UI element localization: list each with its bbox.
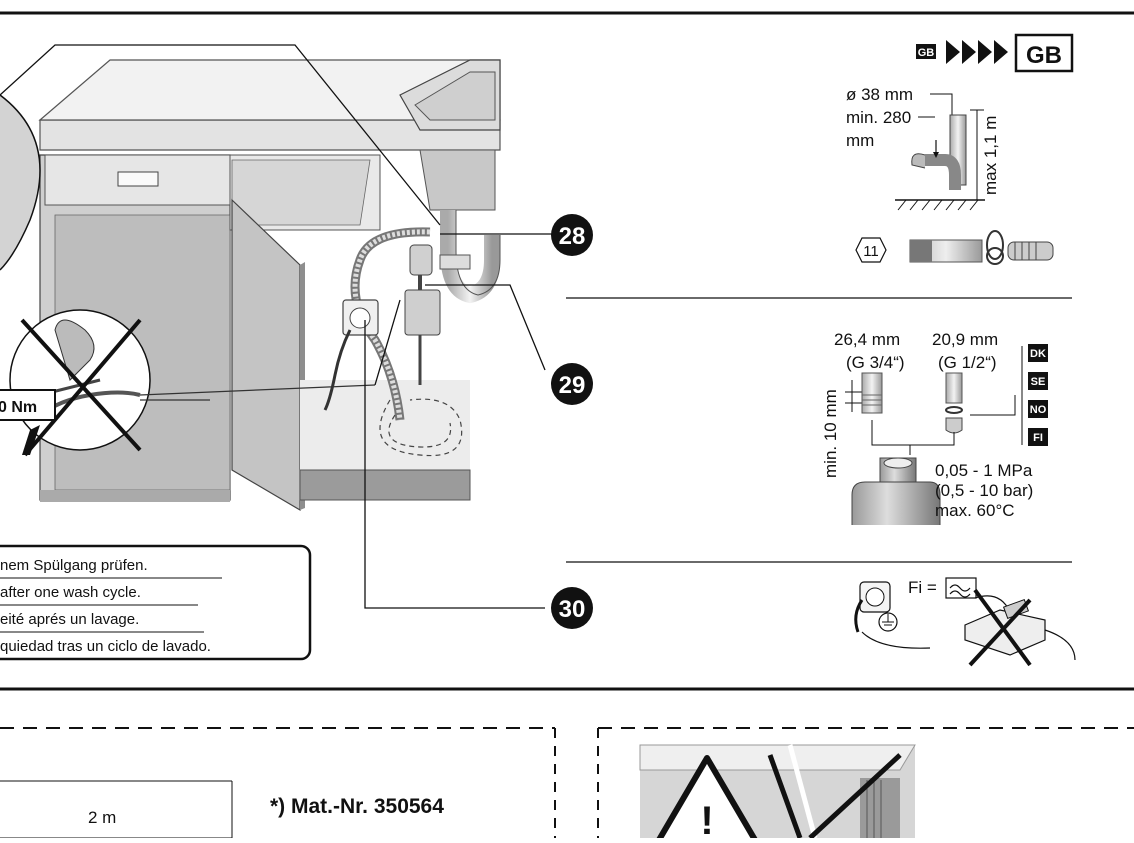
svg-text:30: 30	[559, 596, 586, 623]
length-value: 2 m	[88, 808, 116, 827]
pressure-mpa: 0,05 - 1 MPa	[935, 461, 1033, 480]
country-no: NO	[1028, 400, 1048, 418]
min-insert-label: min. 10 mm	[821, 389, 840, 478]
multi-socket-crossed-icon	[964, 588, 1076, 667]
svg-text:SE: SE	[1031, 376, 1046, 388]
warning-triangle-icon: !	[639, 744, 916, 843]
sink-illustration	[399, 59, 501, 211]
country-dk: DK	[1028, 344, 1048, 362]
warning-line-de: nem Spülgang prüfen.	[0, 557, 148, 574]
fi-label: Fi =	[908, 578, 937, 597]
gb-panel: GB GB ø 38 mm min. 280 mm max 1,1 m	[846, 33, 1074, 265]
warning-line-fr: eité aprés un lavage.	[0, 611, 139, 628]
callout-30: 30	[551, 587, 593, 629]
callout-29: 29	[551, 363, 593, 405]
svg-text:GB: GB	[918, 47, 935, 59]
diameter-label: ø 38 mm	[846, 85, 913, 104]
warning-exclamation: !	[700, 799, 713, 838]
hose-size-hex	[855, 237, 887, 263]
svg-text:NO: NO	[1030, 404, 1047, 416]
check-tightness-box: nem Spülgang prüfen. after one wash cycl…	[0, 544, 312, 661]
max-height-label: max 1,1 m	[981, 116, 1000, 195]
svg-text:28: 28	[559, 223, 586, 250]
hose-clamp-icon	[909, 230, 1054, 265]
water-bottle-icon	[851, 457, 941, 525]
min-height-unit: mm	[846, 131, 874, 150]
svg-text:29: 29	[559, 372, 586, 399]
country-se: SE	[1028, 372, 1048, 390]
size-left-label: 26,4 mm	[834, 330, 900, 349]
svg-text:FI: FI	[1033, 432, 1043, 444]
zoom-detail-top	[0, 94, 41, 271]
fi-symbol-box	[945, 577, 977, 599]
country-fi: FI	[1028, 428, 1048, 446]
power-panel: Fi =	[854, 577, 1076, 667]
siphon-icon	[911, 114, 967, 190]
min-height-label: min. 280	[846, 108, 911, 127]
gb-badge-large: GB	[1026, 42, 1062, 69]
material-number: *) Mat.-Nr. 350564	[270, 795, 444, 818]
hose-size-label: 11	[863, 243, 879, 260]
size-left-thread: (G 3/4“)	[846, 353, 905, 372]
gb-badge-small	[916, 44, 936, 59]
max-temp: max. 60°C	[935, 501, 1015, 520]
nordic-panel: 26,4 mm (G 3/4“) 20,9 mm (G 1/2“) min. 1…	[821, 330, 1048, 525]
warning-line-en: after one wash cycle.	[0, 584, 141, 601]
tap-adapter-icon	[404, 244, 441, 385]
arrows-icon	[946, 40, 1008, 64]
svg-text:DK: DK	[1030, 348, 1046, 360]
size-right-thread: (G 1/2“)	[938, 353, 997, 372]
warning-line-es: quiedad tras un ciclo de lavado.	[0, 638, 211, 655]
pressure-bar: (0,5 - 10 bar)	[935, 481, 1033, 500]
callout-28: 28	[551, 214, 593, 256]
torque-label: 0 Nm	[0, 399, 37, 416]
socket-plug-icon	[854, 581, 931, 649]
torque-box	[0, 389, 56, 421]
size-right-label: 20,9 mm	[932, 330, 998, 349]
